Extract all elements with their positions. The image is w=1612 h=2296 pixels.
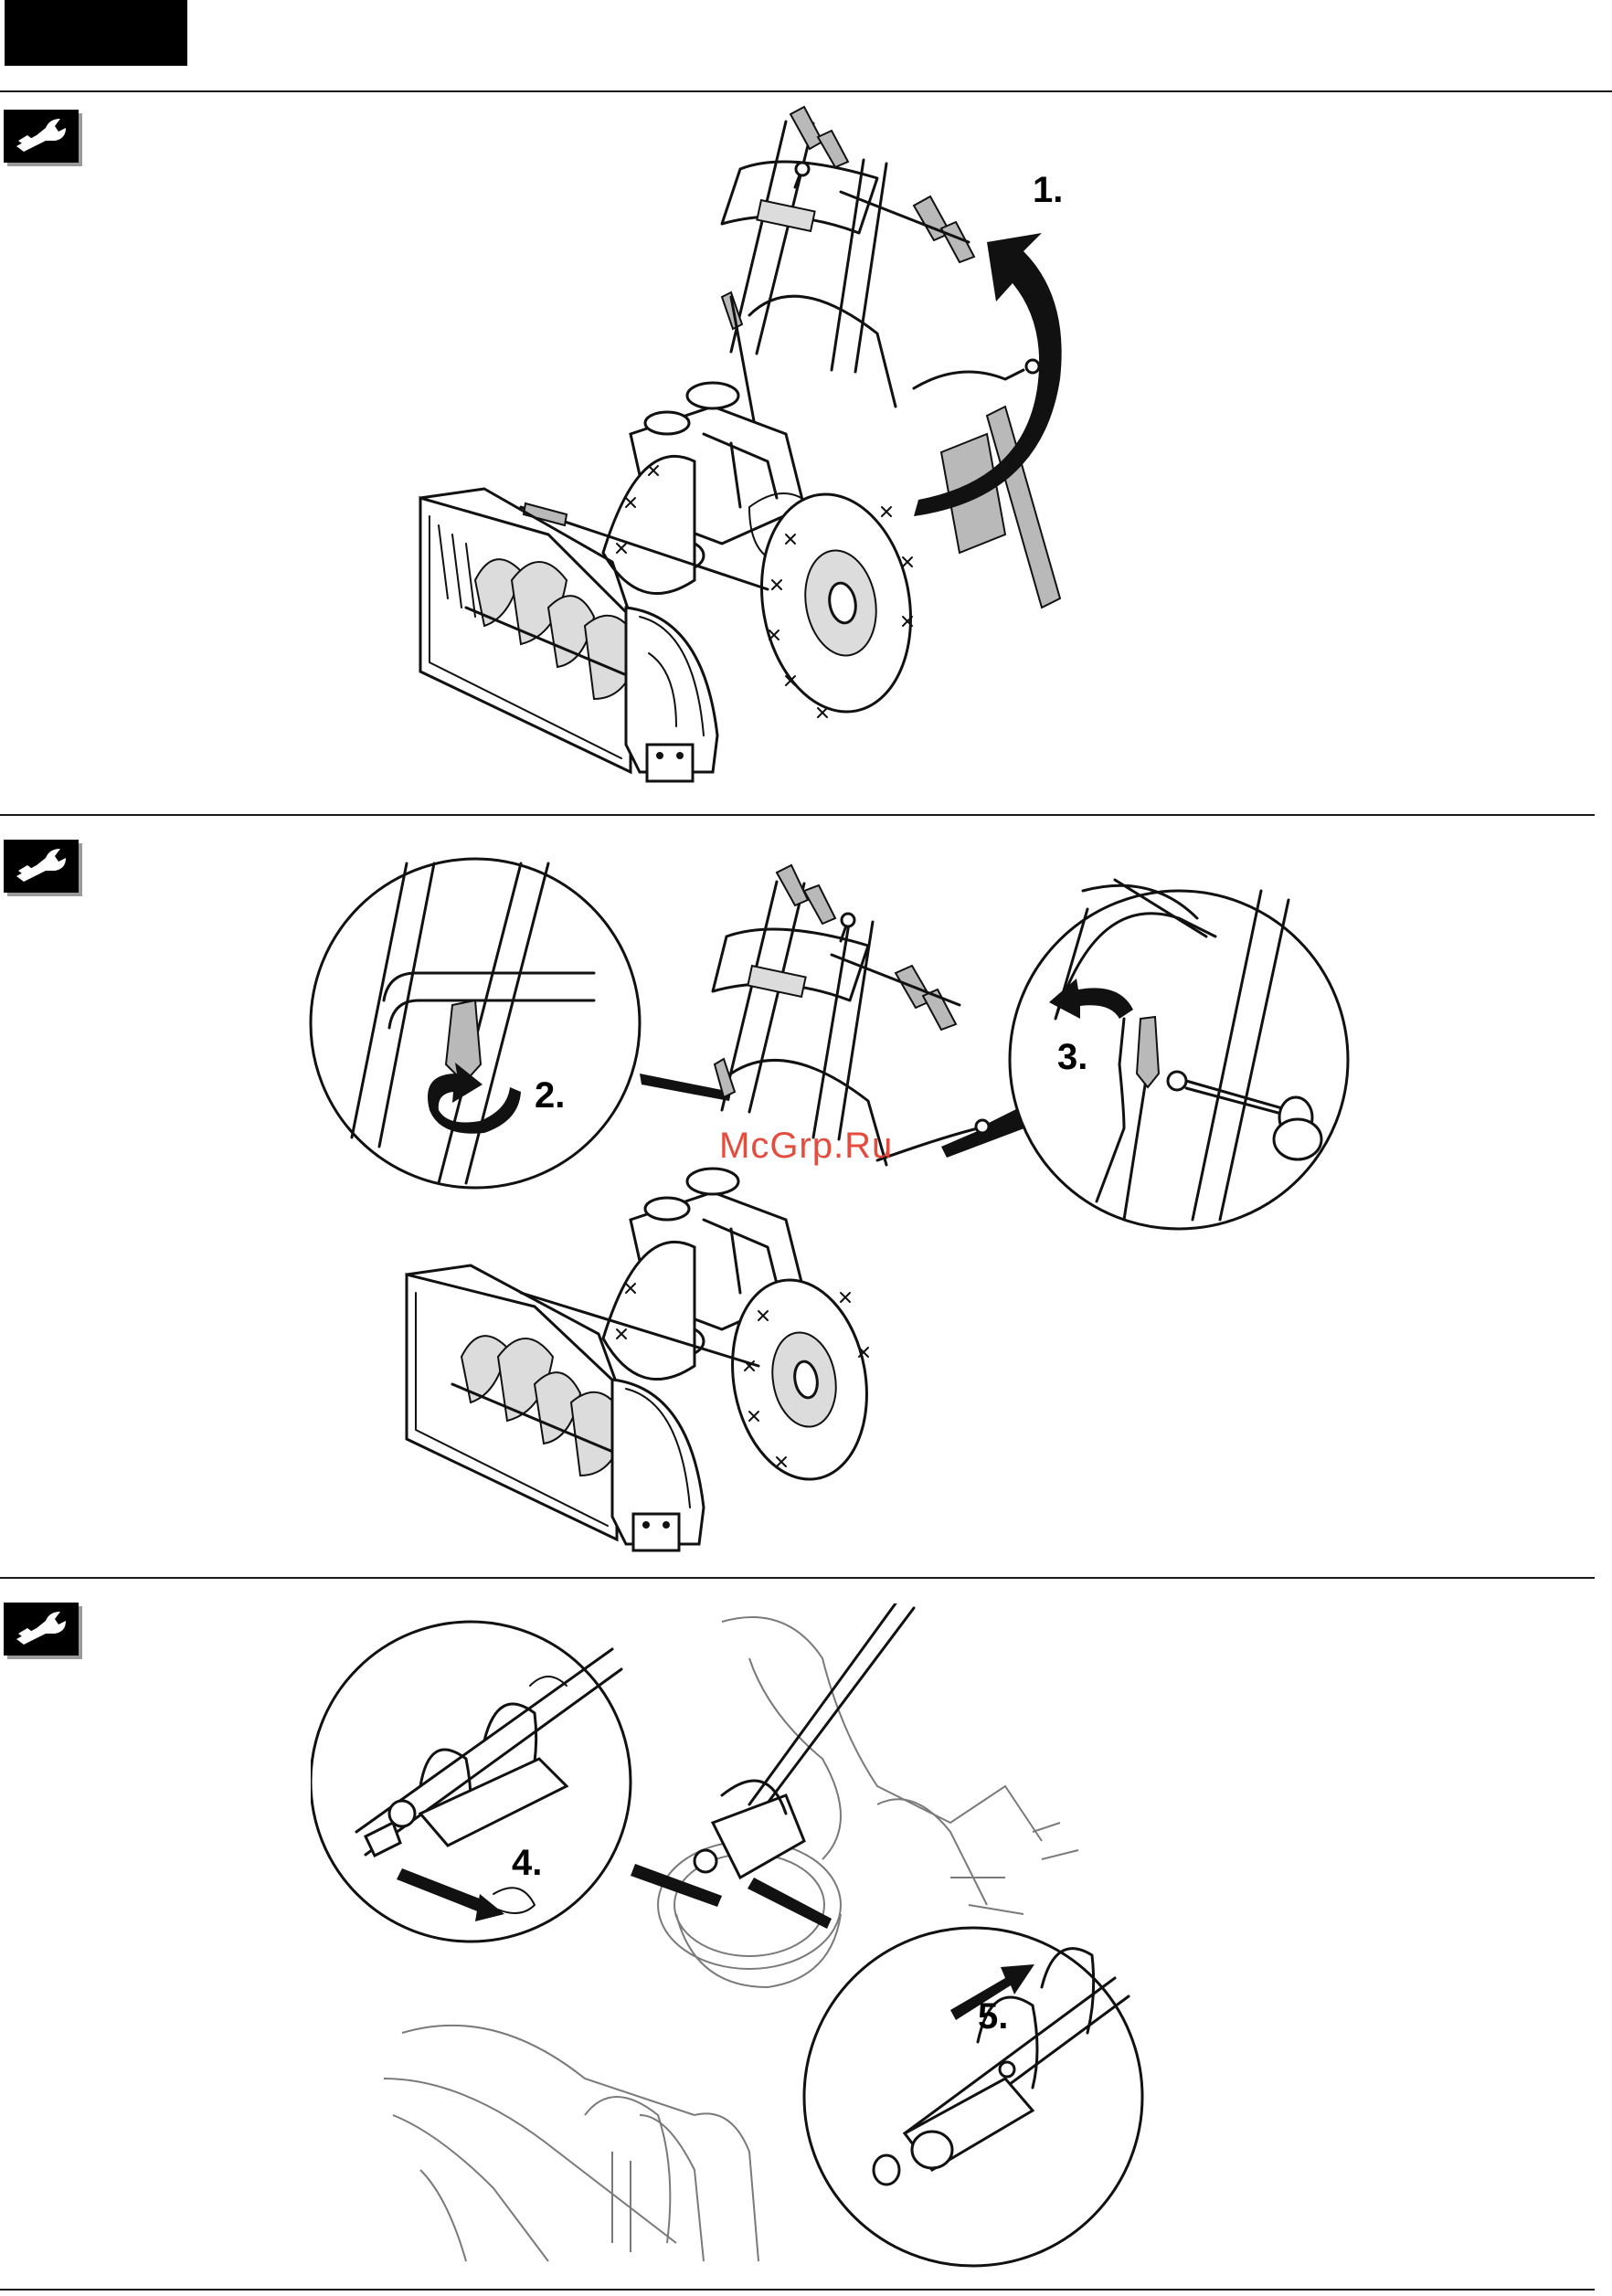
step-label: 3.: [1057, 1037, 1087, 1078]
wrench-hand-icon: [2, 1601, 84, 1661]
step-label: 4.: [512, 1843, 542, 1884]
divider-top: [0, 90, 1612, 92]
divider-bottom: [0, 2289, 1595, 2291]
step-label: 2.: [535, 1075, 565, 1116]
divider-1: [0, 814, 1595, 816]
watermark: McGrp.Ru: [719, 1126, 893, 1167]
wrench-hand-icon: [2, 838, 84, 898]
step-label: 1.: [1033, 170, 1063, 211]
header-black-tab: [5, 0, 187, 66]
divider-2: [0, 1577, 1595, 1579]
shear-bolt-illustration: [311, 1603, 1225, 2289]
snowblower-illustration-lever-adjust: [302, 836, 1362, 1558]
step-label: 5.: [978, 1996, 1008, 2037]
wrench-hand-icon: [2, 108, 84, 168]
